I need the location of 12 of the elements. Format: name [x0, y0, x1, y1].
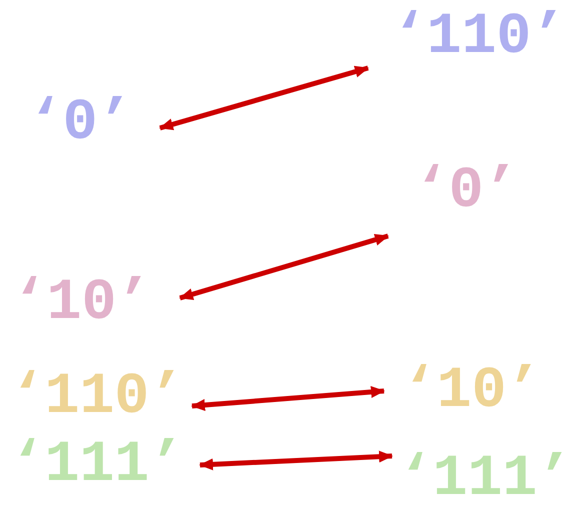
code-word: ‘111’: [10, 436, 184, 496]
code-word: ‘0’: [28, 94, 132, 154]
code-word: ‘0’: [414, 162, 518, 222]
double-arrow: [199, 450, 393, 470]
double-arrow: [191, 386, 385, 411]
code-word: ‘110’: [392, 8, 566, 68]
code-word: ‘10’: [12, 274, 152, 334]
code-word: ‘10’: [402, 362, 542, 422]
code-word: ‘111’: [398, 450, 572, 510]
code-word: ‘110’: [10, 368, 184, 428]
double-arrow: [159, 66, 369, 130]
double-arrow: [179, 234, 389, 300]
